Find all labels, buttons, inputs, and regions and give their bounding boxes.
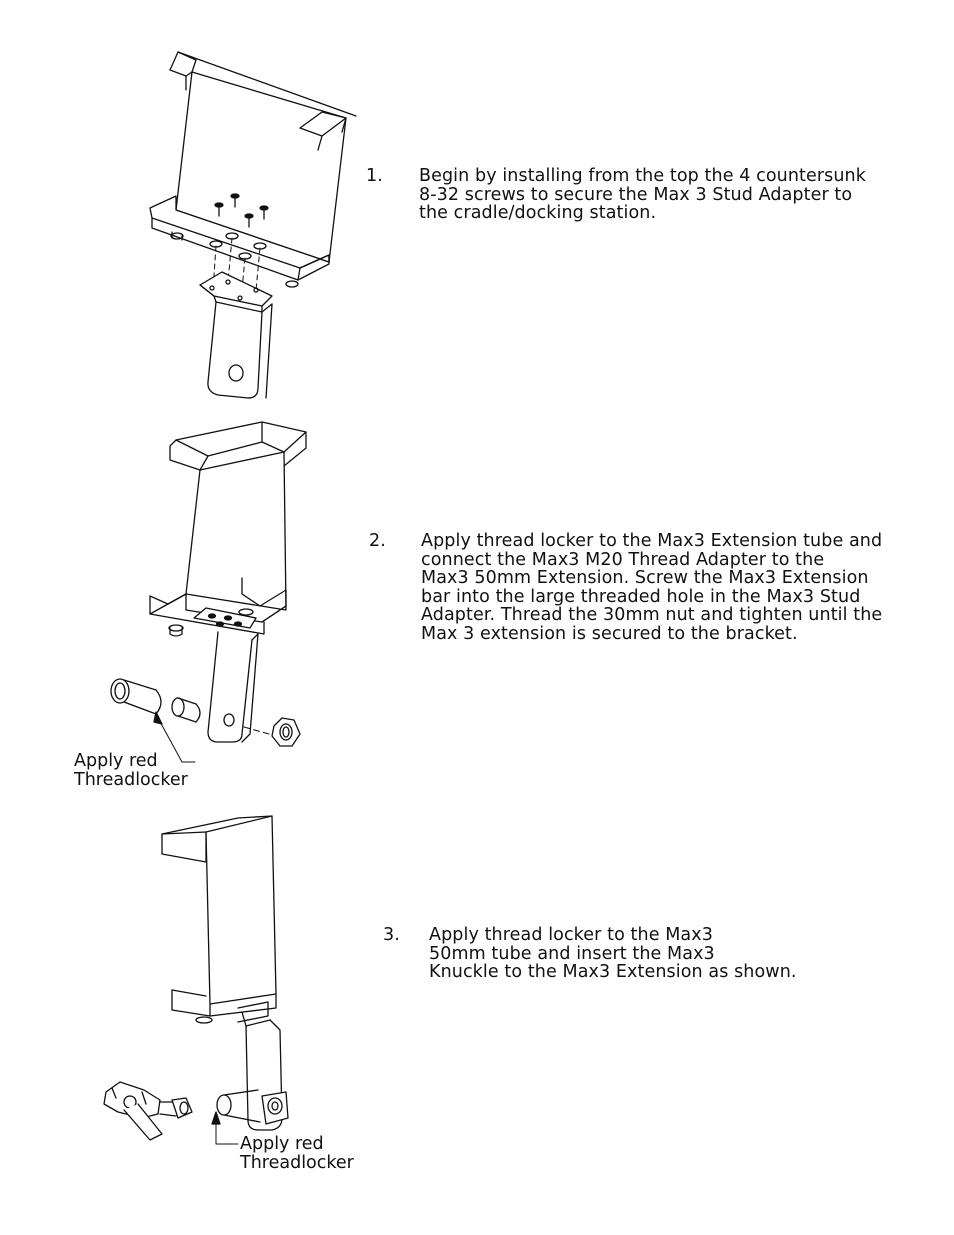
- step-line: Apply thread locker to the Max3 Extensio…: [421, 531, 883, 551]
- step-number: 3.: [383, 925, 400, 945]
- step-line: Max 3 extension is secured to the bracke…: [421, 623, 798, 644]
- callout-threadlocker-3: Apply red Threadlocker: [240, 1135, 354, 1172]
- step-line: 8-32 screws to secure the Max 3 Stud Ada…: [419, 184, 853, 205]
- callout-line: Threadlocker: [240, 1152, 354, 1173]
- callout-line: Apply red: [74, 751, 158, 771]
- figure-1-cradle-exploded: [150, 52, 356, 398]
- step-line: Begin by installing from the top the 4 c…: [419, 166, 866, 186]
- callout-line: Threadlocker: [74, 769, 188, 790]
- step-line: Knuckle to the Max3 Extension as shown.: [429, 962, 797, 982]
- step-number: 1.: [366, 166, 383, 186]
- step-line: Max3 50mm Extension. Screw the Max3 Exte…: [421, 568, 869, 588]
- step-text: Begin by installing from the top the 4 c…: [419, 167, 866, 223]
- step-text: Apply thread locker to the Max3 50mm tub…: [429, 926, 797, 982]
- step-text: Apply thread locker to the Max3 Extensio…: [421, 532, 882, 643]
- step-line: bar into the large threaded hole in the …: [421, 586, 861, 607]
- step-line: 50mm tube and insert the Max3: [429, 943, 715, 964]
- figure-2-extension-assembly: [111, 422, 306, 762]
- figure-3-knuckle-assembly: [104, 816, 288, 1144]
- step-line: connect the Max3 M20 Thread Adapter to t…: [421, 549, 825, 570]
- callout-line: Apply red: [240, 1134, 324, 1154]
- step-line: Apply thread locker to the Max3: [429, 925, 713, 945]
- step-line: the cradle/docking station.: [419, 203, 657, 223]
- callout-threadlocker-2: Apply red Threadlocker: [74, 752, 188, 789]
- step-number: 2.: [369, 531, 386, 551]
- step-line: Adapter. Thread the 30mm nut and tighten…: [421, 605, 883, 625]
